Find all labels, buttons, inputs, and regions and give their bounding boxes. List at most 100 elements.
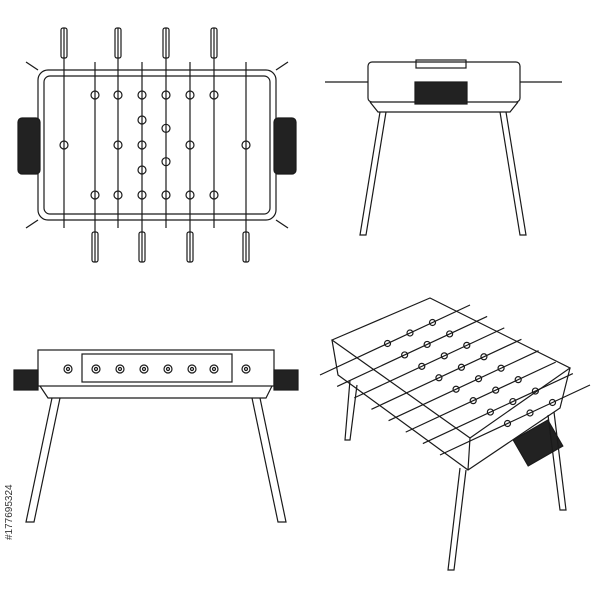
- player-figure: [113, 190, 123, 200]
- persp-top-frame: [330, 297, 572, 439]
- persp-player: [474, 375, 483, 383]
- rod-hole: [115, 364, 125, 374]
- persp-player: [423, 340, 431, 349]
- rod-handle: [186, 231, 194, 263]
- player-figure: [161, 90, 171, 100]
- persp-player: [480, 353, 488, 361]
- persp-player: [526, 409, 534, 417]
- persp-leg: [447, 467, 467, 571]
- persp-corner: [467, 437, 471, 471]
- persp-player: [457, 363, 466, 371]
- player-figure: [185, 140, 195, 150]
- persp-rod: [405, 361, 556, 433]
- persp-player: [469, 397, 477, 405]
- perspective-view: [319, 297, 591, 571]
- player-figure: [185, 90, 195, 100]
- player-figure: [161, 123, 171, 133]
- persp-player: [418, 362, 426, 370]
- goal-left: [17, 117, 41, 175]
- persp-player: [486, 408, 494, 416]
- side-handle: [415, 59, 467, 69]
- persp-player: [497, 364, 505, 372]
- front-apron: [39, 385, 273, 399]
- corner-post: [275, 219, 289, 229]
- persp-player: [548, 398, 557, 407]
- persp-rod: [371, 338, 522, 410]
- corner-post: [275, 61, 289, 71]
- persp-player: [401, 351, 409, 359]
- player-figure: [59, 140, 69, 150]
- rod-hole: [241, 364, 251, 374]
- persp-rod: [354, 327, 505, 399]
- front-goal-right: [273, 369, 299, 391]
- rod-hole: [209, 364, 219, 374]
- player-figure: [137, 90, 147, 100]
- player-figure: [137, 115, 147, 125]
- player-figure: [241, 140, 251, 150]
- stock-id-watermark: #177695324: [4, 484, 15, 540]
- rod-end: [65, 366, 71, 372]
- corner-post: [25, 219, 39, 229]
- rod-end: [211, 366, 217, 372]
- player-figure: [90, 90, 100, 100]
- player-figure: [137, 165, 147, 175]
- side-goal-net: [414, 81, 468, 105]
- rod-handle: [91, 231, 99, 263]
- player-figure: [137, 190, 147, 200]
- rod-hole: [91, 364, 101, 374]
- persp-player: [503, 419, 512, 428]
- rod-hole: [139, 364, 149, 374]
- front-body: [37, 349, 275, 387]
- persp-player: [509, 397, 517, 406]
- persp-leg: [547, 411, 567, 511]
- player-figure: [161, 190, 171, 200]
- persp-rod: [388, 350, 539, 422]
- rod-end: [93, 366, 99, 372]
- goal-right: [273, 117, 297, 175]
- front-panel: [81, 353, 233, 383]
- persp-player: [383, 339, 392, 348]
- rod-hole: [63, 364, 73, 374]
- top-frame-inner: [43, 75, 271, 215]
- player-figure: [113, 140, 123, 150]
- top-view: [17, 27, 297, 263]
- player-figure: [161, 157, 171, 167]
- front-leg-left: [25, 397, 61, 523]
- side-leg-left: [359, 111, 387, 236]
- rod-end: [243, 366, 249, 372]
- rod-end: [189, 366, 195, 372]
- rod-handle: [114, 27, 122, 59]
- persp-leg: [344, 379, 358, 441]
- player-figure: [113, 90, 123, 100]
- side-view: [325, 59, 562, 236]
- side-apron: [369, 101, 519, 113]
- rod-handle: [60, 27, 68, 59]
- rod-handle: [242, 231, 250, 263]
- front-goal-left: [13, 369, 39, 391]
- rod-end: [165, 366, 171, 372]
- persp-player: [452, 385, 460, 393]
- persp-player: [406, 329, 414, 337]
- top-frame-outer: [37, 69, 277, 221]
- front-view: [13, 349, 299, 523]
- front-leg-right: [251, 397, 287, 523]
- persp-player: [435, 374, 443, 382]
- player-figure: [209, 190, 219, 200]
- side-leg-right: [499, 111, 527, 236]
- player-figure: [185, 190, 195, 200]
- persp-player: [531, 387, 539, 395]
- persp-rod: [422, 373, 574, 445]
- rod-handle: [138, 231, 146, 263]
- persp-rod: [439, 384, 591, 456]
- rod-hole: [163, 364, 173, 374]
- persp-player: [492, 386, 500, 394]
- persp-player: [440, 352, 448, 360]
- persp-player: [446, 330, 454, 338]
- persp-rod: [319, 304, 471, 376]
- player-figure: [90, 190, 100, 200]
- player-figure: [137, 140, 147, 150]
- persp-player: [514, 376, 522, 384]
- corner-post: [25, 61, 39, 71]
